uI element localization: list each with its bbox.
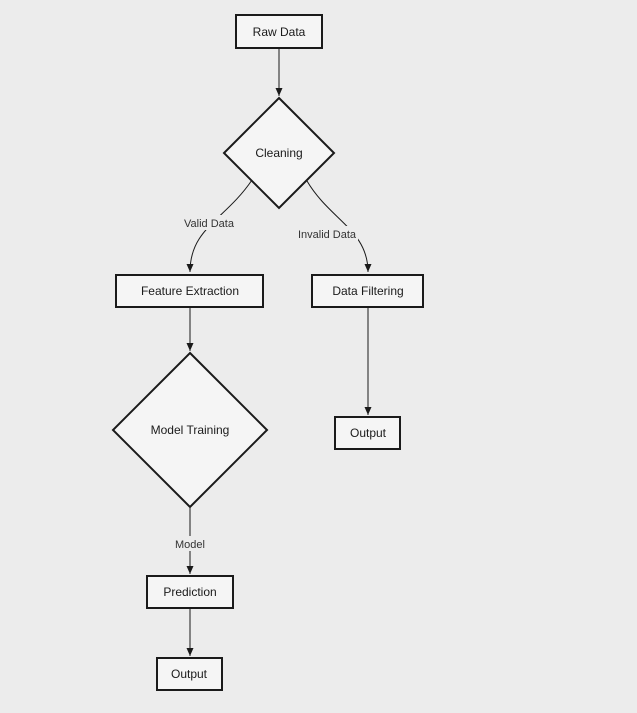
node-model-training: Model Training [111,351,269,509]
node-output-right: Output [334,416,401,450]
edge-cleaning-to-data-filtering [306,180,372,273]
feature-extraction-shape [115,274,264,308]
output-left-shape [156,657,223,691]
node-output-left: Output [156,657,223,691]
edge-label-bg [182,215,236,230]
feature-extraction-label: Feature Extraction [141,284,239,298]
prediction-label: Prediction [163,585,216,599]
edge-label-text: Valid Data [184,218,235,230]
prediction-shape [146,575,234,609]
node-raw-data: Raw Data [235,14,323,49]
edge-label-invalid-data: Invalid Data [296,226,358,241]
raw-data-label: Raw Data [253,25,306,39]
node-data-filtering: Data Filtering [311,274,424,308]
node-feature-extraction: Feature Extraction [115,274,264,308]
model-training-shape [111,351,269,509]
edge-label-bg [296,226,358,241]
edge-label-bg [173,536,207,551]
data-filtering-shape [311,274,424,308]
edge-label-text: Invalid Data [298,229,357,241]
raw-data-shape [235,14,323,49]
cleaning-shape [222,96,336,210]
node-prediction: Prediction [146,575,234,609]
output-right-label: Output [350,426,387,440]
node-cleaning: Cleaning [222,96,336,210]
output-right-shape [334,416,401,450]
model-training-label: Model Training [151,423,230,437]
edge-labels: Valid Data Invalid Data Model [173,215,358,551]
edge-label-valid-data: Valid Data [182,215,236,230]
output-left-label: Output [171,667,208,681]
cleaning-label: Cleaning [255,146,302,160]
nodes: Raw Data Cleaning Feature Extraction Dat… [111,14,424,691]
data-filtering-label: Data Filtering [332,284,403,298]
edge-label-model: Model [173,536,207,551]
edge-label-text: Model [175,539,205,551]
